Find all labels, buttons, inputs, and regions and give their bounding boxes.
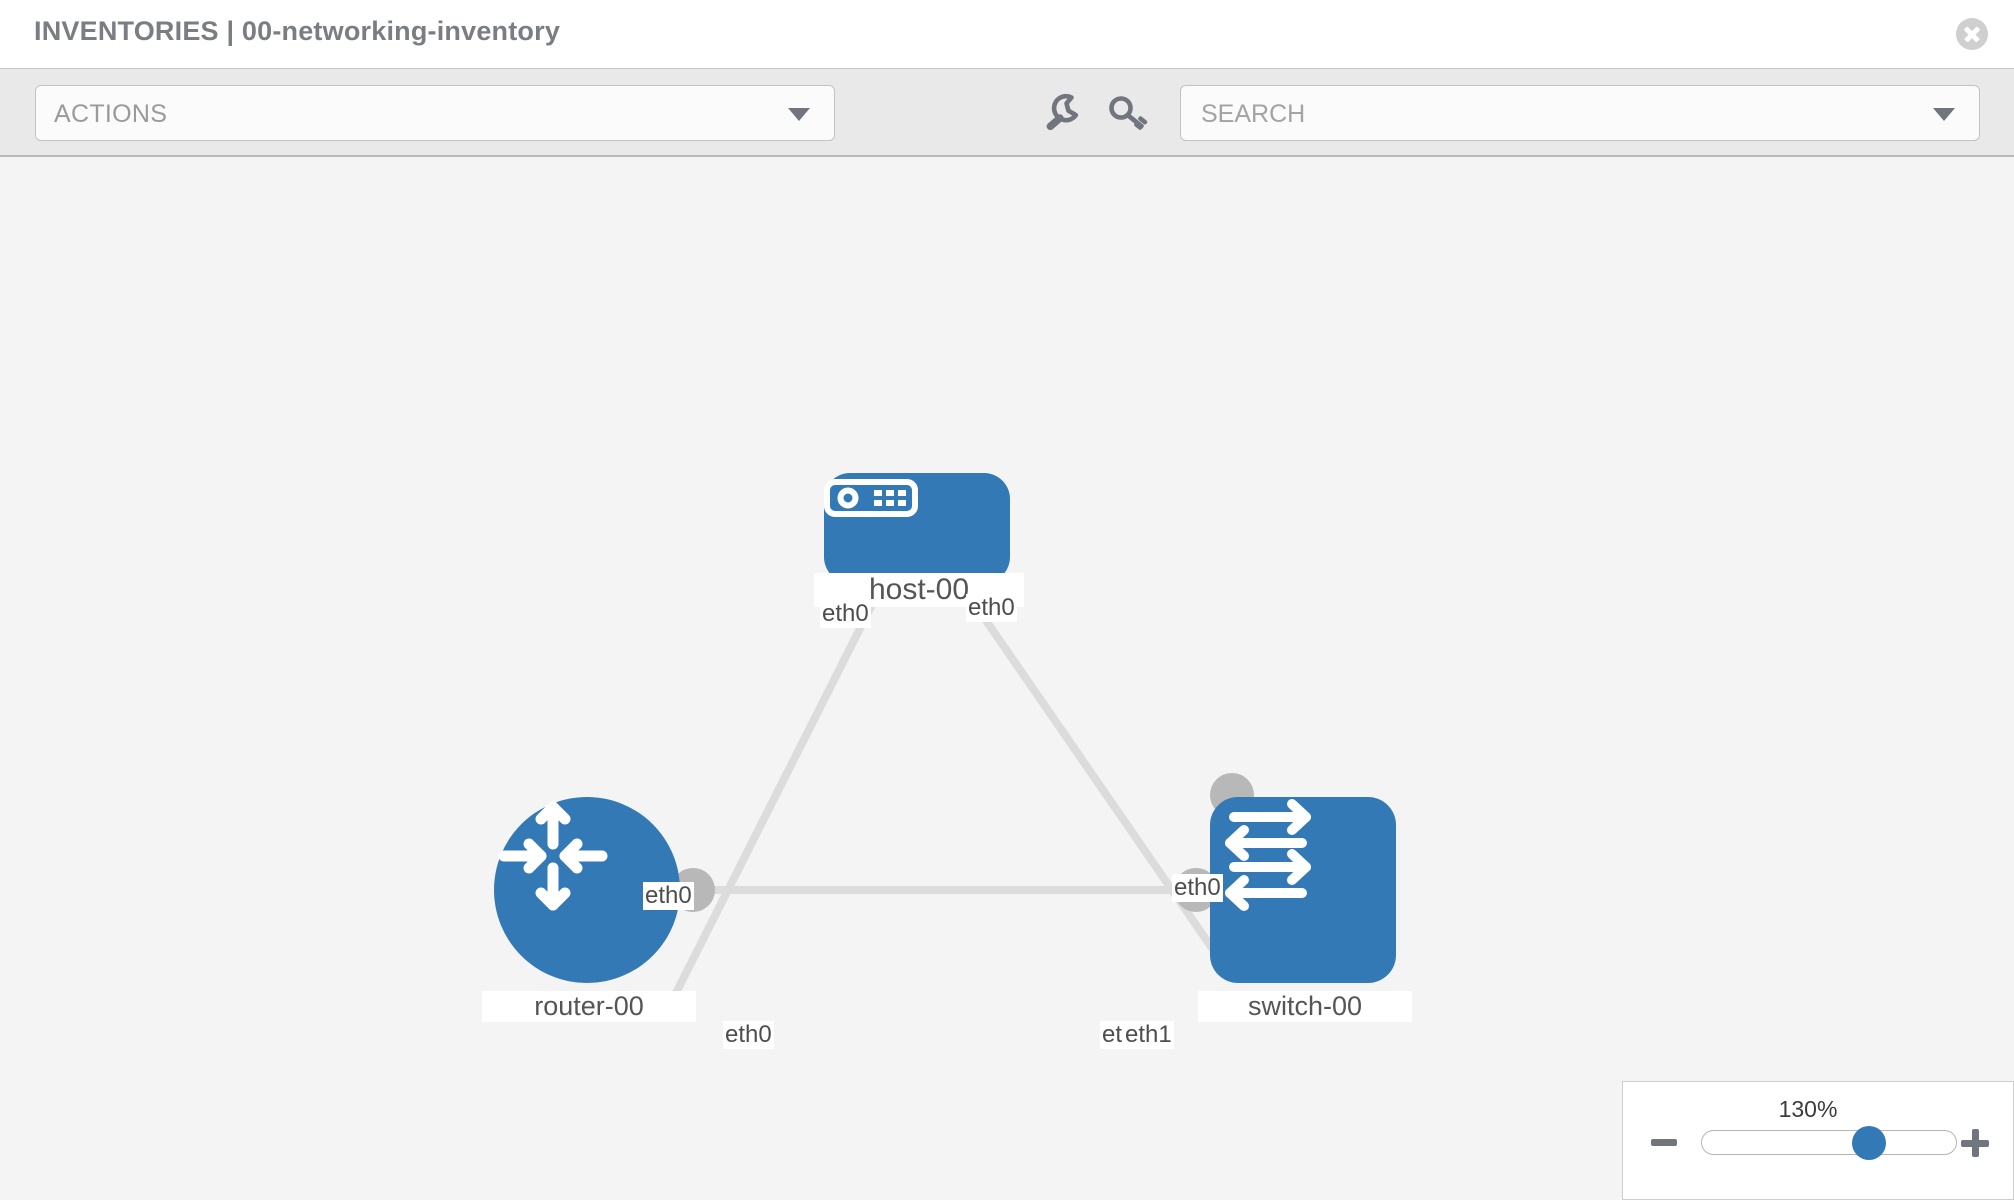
link-host-switch[interactable]: [952, 574, 1236, 980]
actions-dropdown-label: ACTIONS: [54, 100, 168, 128]
edge-label-switch-host-eth0: eth0: [1172, 874, 1223, 902]
node-label-router-00: router-00: [482, 991, 696, 1022]
plus-icon[interactable]: [1961, 1129, 1989, 1157]
page-header: INVENTORIES | 00-networking-inventory: [0, 0, 2014, 68]
switch-node-shape[interactable]: [1210, 797, 1396, 983]
page-title: INVENTORIES | 00-networking-inventory: [34, 16, 561, 46]
zoom-level-label: 130%: [1778, 1096, 1838, 1122]
chevron-down-icon: [788, 108, 810, 121]
close-icon[interactable]: [1956, 18, 1988, 50]
wrench-icon[interactable]: [1038, 91, 1084, 137]
zoom-slider-thumb[interactable]: [1851, 1125, 1886, 1160]
edge-label-router-switch-eth0: eth0: [723, 1021, 774, 1049]
key-icon[interactable]: [1106, 91, 1152, 137]
edge-label-host-eth0-right: eth0: [966, 594, 1017, 622]
router-arrows-icon: [498, 801, 608, 911]
plus-icon-vertical: [1971, 1129, 1979, 1157]
chevron-down-icon[interactable]: [1933, 108, 1955, 121]
switch-arrows-icon: [1225, 799, 1311, 911]
topology-canvas[interactable]: host-00 router-00: [0, 157, 2014, 1200]
edge-label-switch-router-eth1: eth1: [1123, 1021, 1174, 1049]
topology-links: [671, 567, 1254, 995]
server-icon: [824, 479, 918, 517]
toolbar: ACTIONS: [0, 68, 2014, 157]
actions-dropdown[interactable]: ACTIONS: [35, 85, 835, 141]
zoom-slider-track[interactable]: [1701, 1125, 1957, 1160]
node-label-switch-00: switch-00: [1198, 991, 1412, 1022]
edge-label-router-host-eth0: eth0: [643, 882, 694, 910]
search-input[interactable]: [1199, 86, 1903, 142]
minus-icon[interactable]: [1651, 1139, 1677, 1146]
edge-label-host-eth0-left: eth0: [820, 600, 871, 628]
zoom-control-panel: 130%: [1622, 1081, 2014, 1200]
host-node-shape[interactable]: [824, 473, 1010, 583]
search-field[interactable]: [1180, 85, 1980, 142]
link-host-router[interactable]: [672, 575, 890, 995]
